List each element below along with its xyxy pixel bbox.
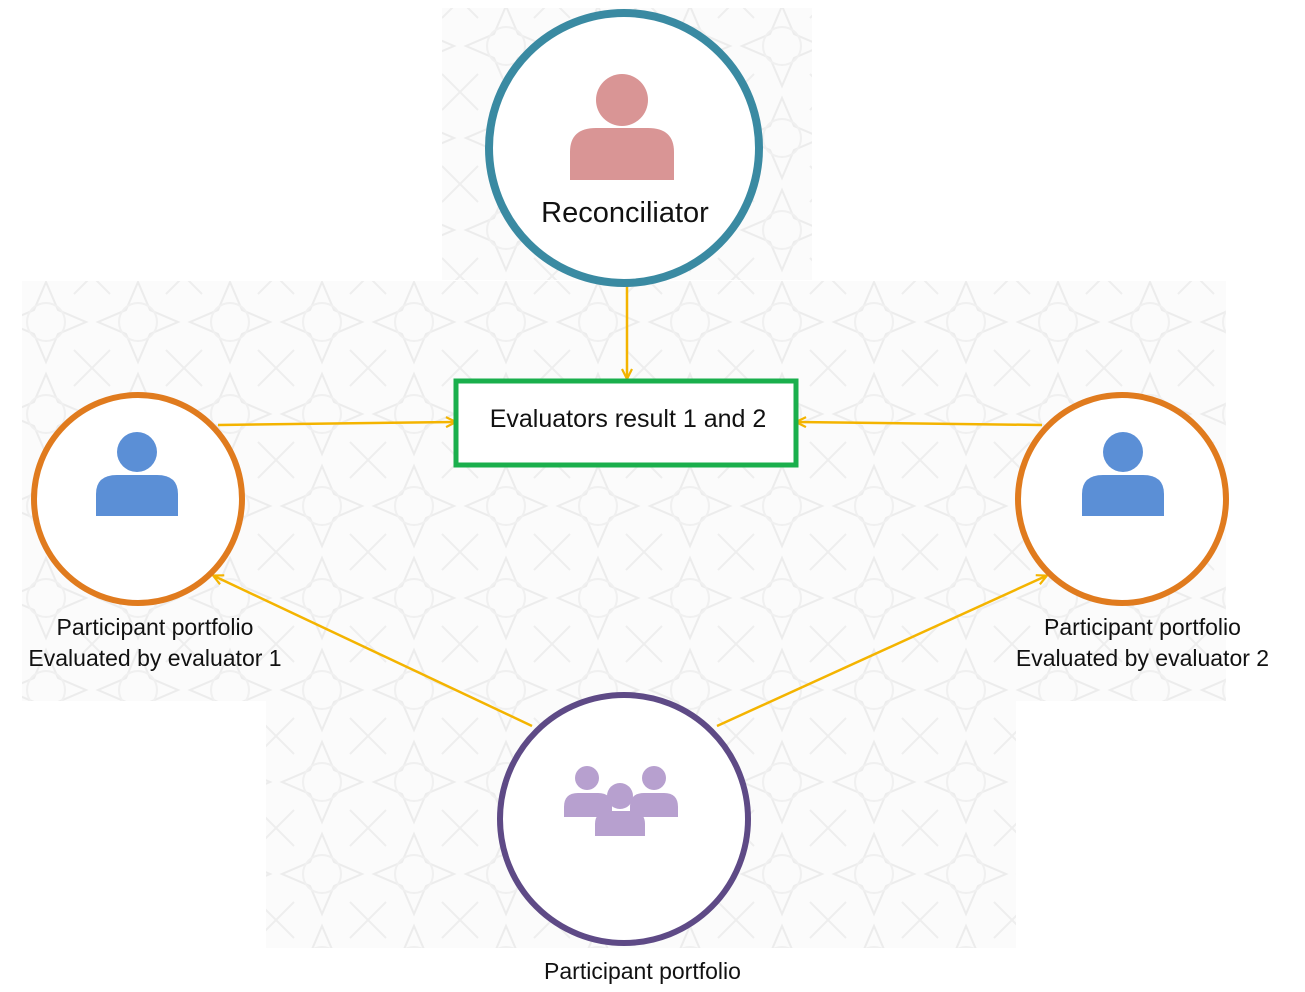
person-icon xyxy=(96,432,178,516)
participants-label: Participant portfolio xyxy=(544,958,741,984)
evaluator-1-label: Participant portfolio Evaluated by evalu… xyxy=(0,612,310,674)
evaluator-1-label-line2: Evaluated by evaluator 1 xyxy=(28,645,282,672)
evaluator-2-label: Participant portfolio Evaluated by evalu… xyxy=(990,612,1295,674)
arrow-evaluator2-to-result xyxy=(797,422,1043,425)
arrow-participants-to-evaluator2 xyxy=(716,576,1046,728)
evaluator-1-label-line1: Participant portfolio xyxy=(56,614,254,640)
evaluator-2-label-line1: Participant portfolio xyxy=(1044,614,1241,640)
evaluator-2-label-line2: Evaluated by evaluator 2 xyxy=(1015,645,1270,672)
arrow-participants-to-evaluator1 xyxy=(214,576,533,728)
result-box-label: Evaluators result 1 and 2 xyxy=(489,405,767,433)
result-box xyxy=(453,378,799,468)
group-icon xyxy=(564,766,678,836)
reconciliator-label: Reconciliator xyxy=(541,197,709,229)
person-icon xyxy=(570,74,674,180)
arrow-evaluator1-to-result xyxy=(217,422,455,425)
person-icon xyxy=(1082,432,1164,516)
